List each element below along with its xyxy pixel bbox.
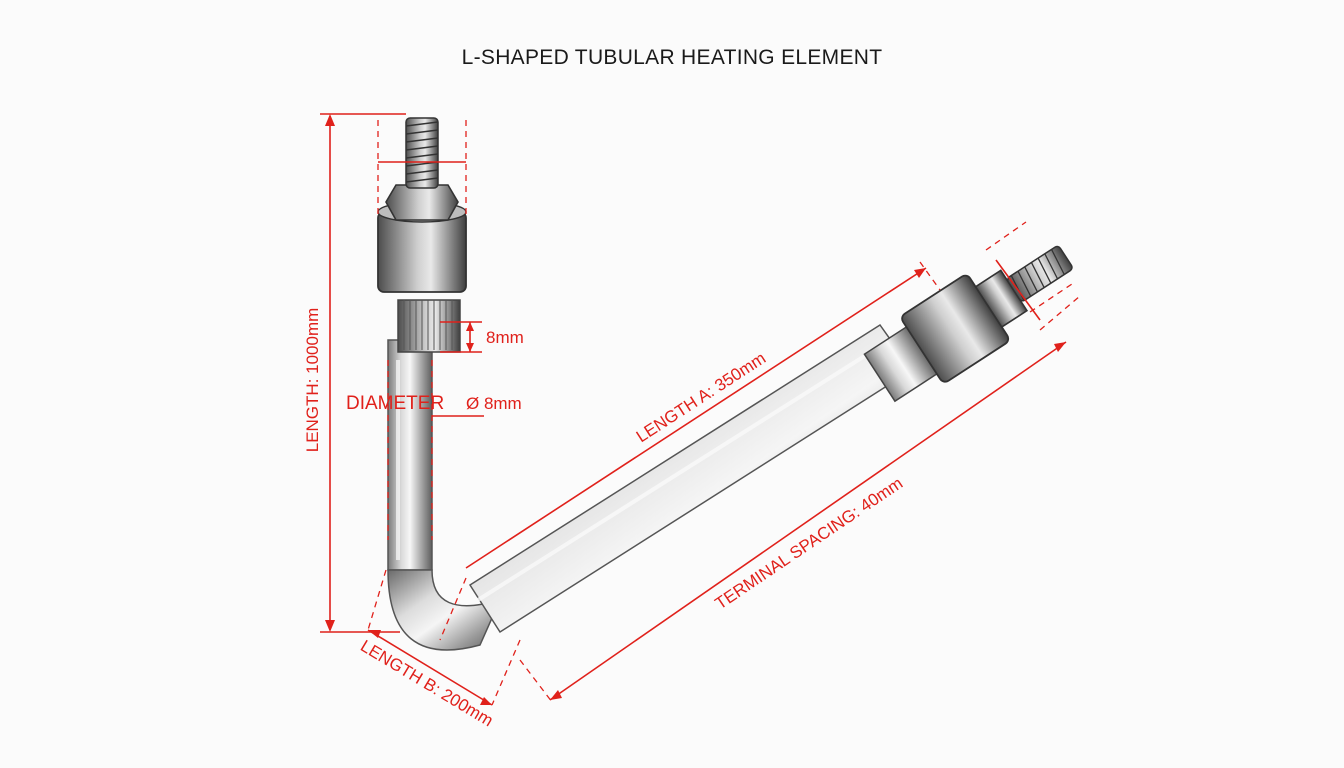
top-terminal: [377, 117, 467, 353]
nut-height-label: 8mm: [486, 328, 524, 347]
diameter-value-label: Ø 8mm: [466, 394, 522, 413]
diameter-word-label: DIAMETER: [346, 393, 444, 414]
tube-body: [387, 323, 914, 651]
length-vertical-label: LENGTH: 1000mm: [303, 308, 322, 453]
terminal-spacing-label: TERMINAL SPACING: 40mm: [712, 473, 907, 613]
dimension-lines: [320, 113, 1081, 706]
side-terminal: [863, 245, 1073, 403]
length-b-label: LENGTH B: 200mm: [357, 636, 496, 730]
diagram-title: L-SHAPED TUBULAR HEATING ELEMENT: [461, 46, 883, 69]
